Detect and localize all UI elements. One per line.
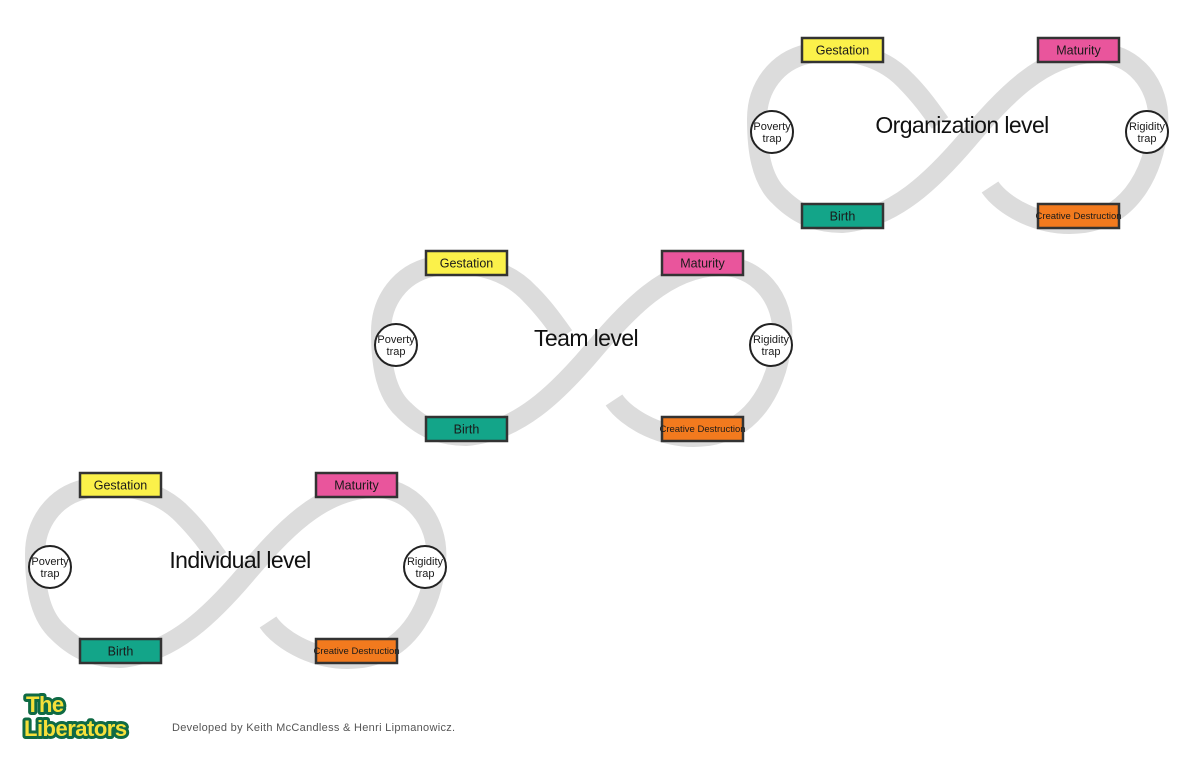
stage-label: Birth [454,423,480,437]
stage-box [424,415,509,443]
stage-box [314,637,399,665]
trap-label: Rigidity [1129,121,1166,133]
level-title: Individual level [169,547,310,573]
trap-circle [403,545,447,589]
stage-box [1036,36,1121,64]
stage-creative-destruction: Creative Destruction [1035,202,1122,230]
stage-label: Birth [108,645,134,659]
stage-label: Creative Destruction [659,424,745,435]
stage-box [78,471,163,499]
stage-birth: Birth [424,415,509,443]
stage-box [660,415,745,443]
stage-label: Gestation [440,257,494,271]
stage-box [800,202,885,230]
trap-label: trap [416,568,435,580]
trap-label: trap [1138,133,1157,145]
stage-creative-destruction: Creative Destruction [313,637,400,665]
stage-box [314,471,399,499]
liberators-logo: The Liberators [21,690,130,742]
stage-box [800,36,885,64]
trap-circle [1125,110,1169,154]
cycle-track-segment [371,255,793,447]
stage-maturity: Maturity [1036,36,1121,64]
stage-gestation: Gestation [78,471,163,499]
stage-label: Maturity [1056,44,1101,58]
logo-line-2: Liberators [24,716,127,741]
trap-circle [750,110,794,154]
stage-label: Creative Destruction [313,646,399,657]
trap-label: Poverty [753,121,791,133]
cycle-track-segment [747,42,1169,234]
stage-box [660,249,745,277]
trap-label: Poverty [377,334,415,346]
stage-label: Maturity [334,479,379,493]
logo-line-1: The [26,692,64,717]
stage-maturity: Maturity [660,249,745,277]
stage-label: Birth [830,210,856,224]
trap-label: trap [762,346,781,358]
stage-birth: Birth [78,637,163,665]
credits-text: Developed by Keith McCandless & Henri Li… [172,722,456,734]
trap-label: trap [387,346,406,358]
trap-circle [28,545,72,589]
stage-label: Maturity [680,257,725,271]
trap-label: Rigidity [753,334,790,346]
stage-box [78,637,163,665]
stage-label: Gestation [94,479,148,493]
stage-maturity: Maturity [314,471,399,499]
stage-box [1036,202,1121,230]
cycle-track-segment [25,477,447,669]
trap-label: trap [41,568,60,580]
level-title: Organization level [875,112,1048,138]
stage-label: Creative Destruction [1035,211,1121,222]
trap-label: Rigidity [407,556,444,568]
trap-label: Poverty [31,556,69,568]
stage-label: Gestation [816,44,870,58]
trap-circle [374,323,418,367]
level-title: Team level [534,325,638,351]
stage-creative-destruction: Creative Destruction [659,415,746,443]
stage-gestation: Gestation [424,249,509,277]
stage-birth: Birth [800,202,885,230]
stage-box [424,249,509,277]
trap-label: trap [763,133,782,145]
stage-gestation: Gestation [800,36,885,64]
trap-circle [749,323,793,367]
